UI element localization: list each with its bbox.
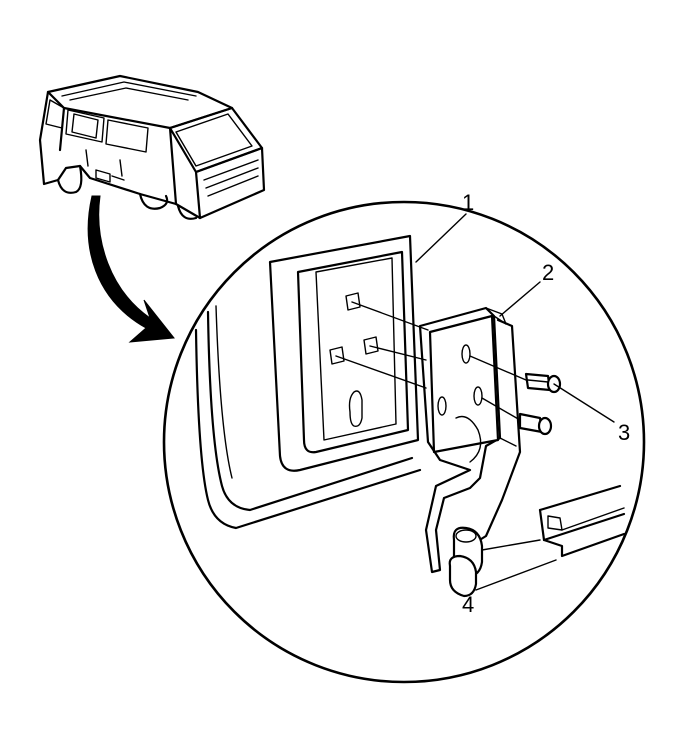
roller-and-track [448,484,626,598]
van-illustration [38,74,266,220]
callout-4: 4 [462,592,474,617]
pointer-arrow [87,195,175,343]
detail-circle [162,200,646,684]
callout-3: 3 [618,420,630,445]
body-pillar-panel [194,234,422,530]
callout-1: 1 [462,190,474,215]
leader-lines [335,213,615,591]
bolts [518,372,562,436]
callout-2: 2 [542,260,554,285]
door-track-bracket [418,306,522,574]
